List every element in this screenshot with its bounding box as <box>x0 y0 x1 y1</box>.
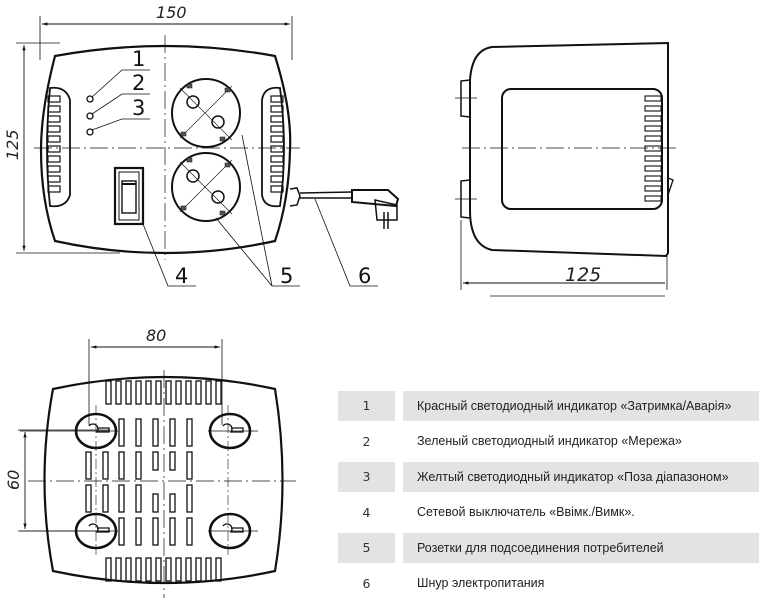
legend-row-number: 3 <box>338 462 395 492</box>
legend-row-number: 4 <box>338 497 395 527</box>
bottom-bottom-grille <box>106 558 221 581</box>
left-vent-slots <box>48 96 60 192</box>
legend-row: 1 Красный светодиодный индикатор «Затрим… <box>338 388 759 424</box>
legend-row-description: Зеленый светодиодный индикатор «Мережа» <box>403 426 759 456</box>
mount-horizontal-dimension-label: 80 <box>146 326 166 345</box>
bottom-top-grille <box>106 381 221 404</box>
callout-2: 2 <box>132 71 145 95</box>
legend-row-number: 5 <box>338 533 395 563</box>
bottom-view <box>18 339 296 598</box>
callout-5: 5 <box>280 264 293 288</box>
socket-top-icon <box>172 79 240 147</box>
legend-row-number: 1 <box>338 391 395 421</box>
side-body-outline <box>470 43 668 256</box>
callout-3: 3 <box>132 96 145 120</box>
mount-keyhole-bottom-left-icon <box>20 514 118 548</box>
power-switch-icon <box>115 168 143 224</box>
side-view <box>455 43 676 296</box>
legend-row-description: Красный светодиодный индикатор «Затримка… <box>403 391 759 421</box>
legend-row: 4 Сетевой выключатель «Ввімк./Вимк». <box>338 495 759 531</box>
right-vent-slots <box>271 96 283 192</box>
legend-row: 6 Шнур электропитания <box>338 566 759 601</box>
legend-row-number: 6 <box>338 568 395 598</box>
callout-1: 1 <box>132 47 145 71</box>
legend-row: 3 Желтый светодиодный индикатор «Поза ді… <box>338 459 759 495</box>
mount-keyhole-top-right-icon <box>208 414 258 448</box>
mount-keyhole-top-left-icon <box>20 414 118 448</box>
bottom-body-outline <box>45 377 283 583</box>
width-dimension-label: 150 <box>156 3 187 22</box>
legend-table: 1 Красный светодиодный индикатор «Затрим… <box>338 388 759 601</box>
power-cord-icon <box>290 188 398 229</box>
side-vent-slots <box>645 96 661 201</box>
callout-6: 6 <box>358 264 371 288</box>
mount-vertical-dimension-label: 60 <box>4 470 23 490</box>
mount-keyhole-bottom-right-icon <box>208 514 258 548</box>
bottom-middle-slots <box>86 419 192 545</box>
height-dimension-label: 125 <box>3 129 22 160</box>
front-view <box>16 16 398 286</box>
legend-row-description: Сетевой выключатель «Ввімк./Вимк». <box>403 497 759 527</box>
front-body-outline <box>41 46 290 253</box>
legend-row-description: Шнур электропитания <box>403 568 759 598</box>
legend-row: 5 Розетки для подсоединения потребителей <box>338 530 759 566</box>
legend-row: 2 Зеленый светодиодный индикатор «Мережа… <box>338 424 759 460</box>
legend-row-description: Желтый светодиодный индикатор «Поза діап… <box>403 462 759 492</box>
legend-row-description: Розетки для подсоединения потребителей <box>403 533 759 563</box>
legend-row-number: 2 <box>338 426 395 456</box>
depth-dimension-label: 125 <box>565 264 601 286</box>
callout-4: 4 <box>175 264 188 288</box>
socket-bottom-icon <box>172 153 240 221</box>
